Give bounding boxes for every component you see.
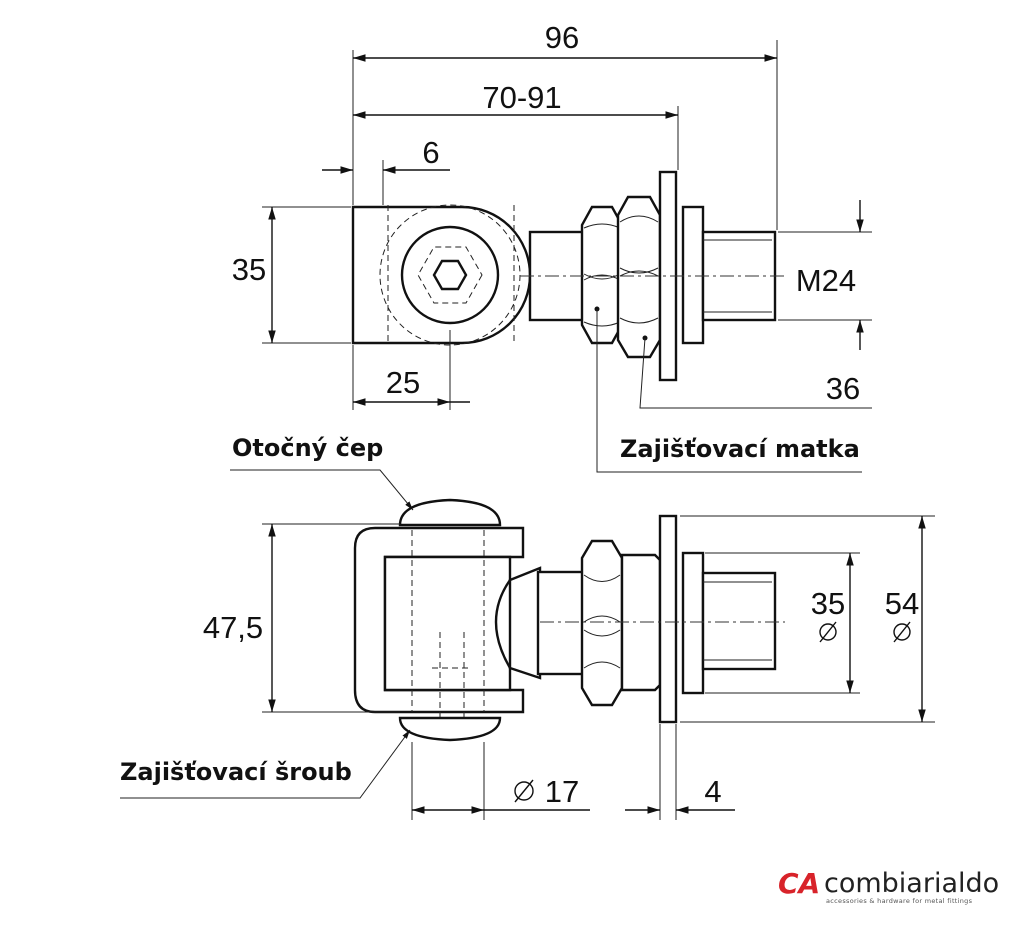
- dim-washer-thickness: 4: [704, 774, 721, 809]
- dim-collar-dia: 35: [811, 586, 845, 621]
- dim-thread: M24: [796, 263, 856, 298]
- top-view: [351, 170, 785, 382]
- dim-pin-offset: 6: [422, 135, 439, 170]
- label-lock-nut: Zajišťovací matka: [620, 435, 860, 463]
- dim-eye-to-pin: 25: [386, 365, 420, 400]
- dim-adjust-range: 70-91: [482, 80, 561, 115]
- brand-logo: CA combiarialdo accessories & hardware f…: [778, 867, 999, 905]
- dim-fork-height: 47,5: [203, 610, 263, 645]
- brand-name: combiarialdo: [824, 868, 999, 899]
- dim-eye-height: 35: [232, 252, 266, 287]
- dim-pin-dia: 17: [545, 774, 579, 809]
- dim-overall-length: 96: [545, 20, 579, 55]
- dim-washer-dia: 54: [885, 586, 919, 621]
- label-pivot-pin: Otočný čep: [232, 434, 383, 462]
- label-lock-screw: Zajišťovací šroub: [120, 758, 352, 786]
- dim-nut-size: 36: [826, 371, 860, 406]
- diameter-icon: [514, 621, 911, 803]
- bottom-view: [353, 498, 785, 742]
- brand-tagline: accessories & hardware for metal fitting…: [826, 897, 973, 905]
- brand-logo-letters: CA: [778, 867, 820, 900]
